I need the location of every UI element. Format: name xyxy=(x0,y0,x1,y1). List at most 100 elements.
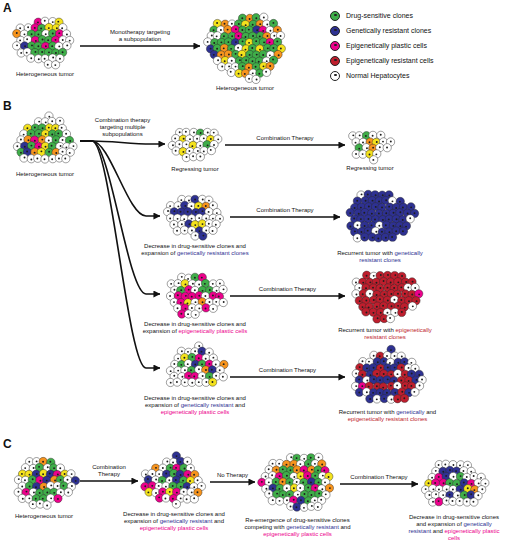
cell-body xyxy=(370,156,378,164)
cell-nucleus xyxy=(191,145,193,147)
cell-nucleus xyxy=(394,392,396,394)
cell-nucleus xyxy=(48,27,50,29)
cell-nucleus xyxy=(38,58,40,60)
cell-nucleus xyxy=(252,35,254,37)
cell-nucleus xyxy=(235,28,237,30)
cell-nucleus xyxy=(205,205,207,207)
cell-nucleus xyxy=(42,473,44,475)
cell-nucleus xyxy=(162,467,164,469)
cell-nucleus xyxy=(71,485,73,487)
cell-nucleus xyxy=(390,293,392,295)
cell-nucleus xyxy=(216,22,218,24)
cell-nucleus xyxy=(212,295,214,297)
tumor-caption: Decrease in drug-sensitive clones and ex… xyxy=(136,395,254,416)
cell-nucleus xyxy=(390,373,392,375)
cell-nucleus xyxy=(57,485,59,487)
cell-nucleus xyxy=(37,45,39,47)
cell-nucleus xyxy=(252,24,254,26)
cell-nucleus xyxy=(205,308,207,310)
cell-nucleus xyxy=(51,158,53,160)
cell xyxy=(43,501,51,509)
caption-word: resistant xyxy=(207,250,231,256)
cell-nucleus xyxy=(399,211,401,213)
cell-nucleus xyxy=(383,398,385,400)
caption-word: and xyxy=(235,402,245,408)
cell-body xyxy=(208,378,216,386)
cell xyxy=(262,68,270,76)
cell-nucleus xyxy=(396,384,398,386)
cell-nucleus xyxy=(219,369,221,371)
cell-nucleus xyxy=(44,158,46,160)
cell-body xyxy=(27,54,35,62)
cell-nucleus xyxy=(379,379,381,381)
cell-nucleus xyxy=(403,361,405,363)
cell-nucleus xyxy=(185,295,187,297)
cell-nucleus xyxy=(366,380,368,382)
cell-nucleus xyxy=(256,29,258,31)
cell xyxy=(209,226,217,234)
cell-nucleus xyxy=(387,274,389,276)
cell-nucleus xyxy=(16,32,18,34)
cell-nucleus xyxy=(55,39,57,41)
tumor-node: Recurrent tumor with genetically resista… xyxy=(340,185,420,249)
cell-nucleus xyxy=(205,218,207,220)
cell-body xyxy=(62,155,70,163)
cell-nucleus xyxy=(52,33,54,35)
cell-body xyxy=(173,378,181,386)
cell-nucleus xyxy=(373,378,375,380)
cell-nucleus xyxy=(412,281,414,283)
cell-nucleus xyxy=(169,218,171,220)
cell-nucleus xyxy=(241,29,243,31)
tumor-illustration xyxy=(10,12,80,70)
cell-body xyxy=(196,153,204,161)
cell-nucleus xyxy=(399,201,401,203)
cell-nucleus xyxy=(385,199,387,201)
cell-nucleus xyxy=(201,363,203,365)
cell-nucleus xyxy=(373,367,375,369)
cell xyxy=(34,154,42,162)
cell-nucleus xyxy=(378,213,380,215)
tumor-node: Decrease in drug-sensitive clones and ex… xyxy=(160,268,230,320)
cell-nucleus xyxy=(69,140,71,142)
cell-nucleus xyxy=(208,211,210,213)
cell-nucleus xyxy=(60,145,62,147)
cell-nucleus xyxy=(373,299,375,301)
cell-nucleus xyxy=(212,204,214,206)
cell-nucleus xyxy=(366,391,368,393)
cell-nucleus xyxy=(207,144,209,146)
cell-nucleus xyxy=(24,45,26,47)
cell-nucleus xyxy=(39,492,41,494)
cell-nucleus xyxy=(169,295,171,297)
cell-nucleus xyxy=(251,47,253,49)
cell-nucleus xyxy=(198,284,200,286)
cell-nucleus xyxy=(388,231,390,233)
caption-word: epigenetically xyxy=(348,416,386,422)
tumor-node: Recurrent tumor with genetically and epi… xyxy=(345,346,430,408)
caption-word: clones xyxy=(410,416,427,422)
cell-nucleus xyxy=(230,48,232,50)
cell-nucleus xyxy=(145,474,147,476)
cell-nucleus xyxy=(365,200,367,202)
caption-word: clones xyxy=(217,395,236,401)
cell-nucleus xyxy=(186,461,188,463)
cell-nucleus xyxy=(187,211,189,213)
cell-nucleus xyxy=(376,282,378,284)
cell-nucleus xyxy=(17,491,19,493)
cell-nucleus xyxy=(41,51,43,53)
cell-nucleus xyxy=(208,363,210,365)
cell-nucleus xyxy=(180,364,182,366)
cell-nucleus xyxy=(383,360,385,362)
cell-nucleus xyxy=(404,374,406,376)
cell-nucleus xyxy=(217,59,219,61)
cell-nucleus xyxy=(47,39,49,41)
cell-nucleus xyxy=(245,49,247,51)
cell-nucleus xyxy=(263,17,265,19)
cell-nucleus xyxy=(188,223,190,225)
cell-nucleus xyxy=(210,48,212,50)
cell-nucleus xyxy=(405,226,407,228)
cell-nucleus xyxy=(421,379,423,381)
cell-nucleus xyxy=(365,135,367,137)
cell-nucleus xyxy=(349,226,351,228)
caption-word: tumor xyxy=(59,171,74,177)
cell-nucleus xyxy=(267,47,269,49)
